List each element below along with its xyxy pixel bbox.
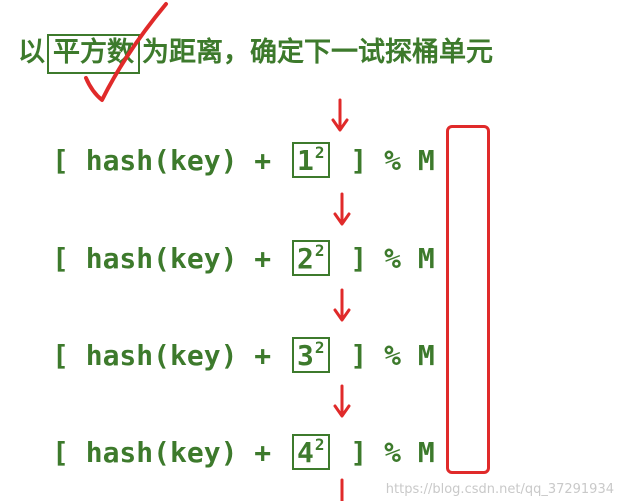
heading: 以平方数为距离，确定下一试探桶单元 xyxy=(18,30,493,74)
formula-exponent: 2 xyxy=(314,435,325,454)
formula-prefix: [ hash(key) + xyxy=(52,143,289,177)
formula-modulus: M xyxy=(417,435,435,469)
down-arrow-icon xyxy=(333,192,351,226)
heading-suffix: 为距离，确定下一试探桶单元 xyxy=(142,37,493,68)
formula-base: 1 xyxy=(297,144,314,177)
down-arrow-icon xyxy=(333,384,351,418)
formula-base: 3 xyxy=(297,339,314,372)
formula-base: 4 xyxy=(297,436,314,469)
formula-base: 2 xyxy=(297,242,314,275)
down-arrow-tail-icon xyxy=(340,478,344,501)
formula-prefix: [ hash(key) + xyxy=(52,338,289,372)
heading-prefix: 以 xyxy=(18,37,45,68)
checkmark-annotation xyxy=(84,2,168,102)
checkmark-stroke xyxy=(84,2,168,102)
formula-suffix: ] % xyxy=(333,435,418,469)
formula-prefix: [ hash(key) + xyxy=(52,241,289,275)
formula-modulus: M xyxy=(417,241,435,275)
heading-boxed-term: 平方数 xyxy=(47,34,140,74)
formula-suffix: ] % xyxy=(333,241,418,275)
formula-exponent: 2 xyxy=(314,143,325,162)
formula-exponent: 2 xyxy=(314,241,325,260)
formula-suffix: ] % xyxy=(333,338,418,372)
formula-modulus: M xyxy=(417,338,435,372)
watermark: https://blog.csdn.net/qq_37291934 xyxy=(385,482,614,497)
formula-prefix: [ hash(key) + xyxy=(52,435,289,469)
modulus-highlight-box xyxy=(446,125,490,474)
formula-exponent: 2 xyxy=(314,338,325,357)
down-arrow-icon xyxy=(333,288,351,322)
formula-modulus: M xyxy=(417,143,435,177)
formula-suffix: ] % xyxy=(333,143,418,177)
down-arrow-icon xyxy=(331,98,349,132)
